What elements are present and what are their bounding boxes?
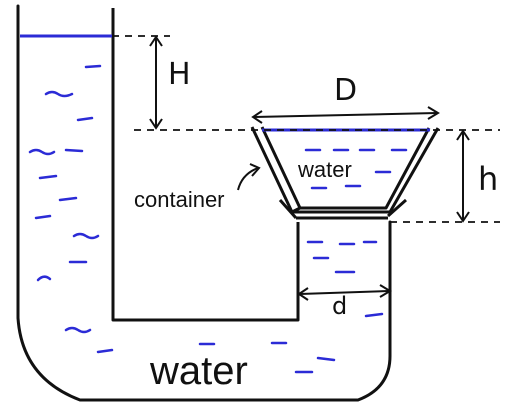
water-dashes-left-column	[28, 64, 102, 282]
water-dashes-right-column	[304, 148, 408, 274]
label-container: container	[134, 187, 225, 212]
label-d: d	[332, 292, 347, 320]
container-pointer-arrow	[237, 163, 261, 191]
height-h-arrow	[456, 129, 470, 223]
container-funnel	[250, 126, 440, 220]
height-H-arrow	[149, 35, 163, 130]
label-D: D	[334, 73, 357, 108]
label-h: h	[478, 160, 498, 198]
diameter-d-arrow	[297, 284, 392, 301]
diameter-D-arrow	[251, 106, 440, 124]
label-H: H	[168, 57, 191, 92]
label-water-bottom: water	[149, 349, 248, 393]
water-dashes-bottom	[64, 312, 384, 374]
label-water-inside: water	[297, 157, 352, 182]
u-tube-outer-wall	[16, 4, 392, 402]
u-tube-inner-wall	[111, 8, 300, 322]
